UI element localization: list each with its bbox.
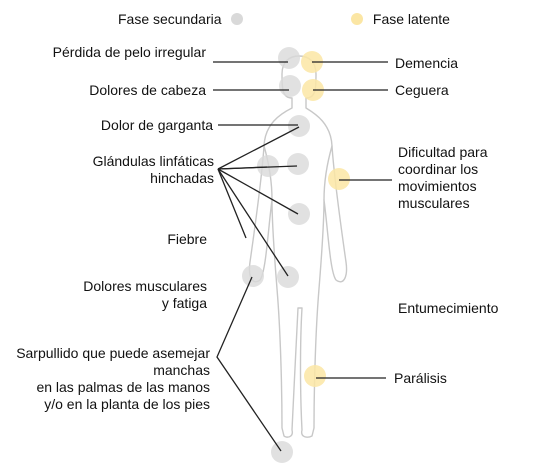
label-numbness: Entumecimiento [398,300,499,316]
marker-foot [271,441,293,463]
marker-head [279,75,301,97]
leader-fever [217,168,247,239]
leader-lymph-3 [217,165,298,170]
legend-latent: Fase latente [351,11,450,28]
leader-muscle [217,168,289,277]
label-dementia: Demencia [395,55,459,71]
label-headaches: Dolores de cabeza [89,82,206,98]
leader-lymph-4 [217,168,299,215]
leader-lines [213,61,392,452]
marker-knee [304,365,326,387]
marker-arm [328,168,350,190]
label-muscle-aches: Dolores musculares y fatiga [83,278,207,311]
label-sore-throat: Dolor de garganta [100,117,213,133]
marker-throat [288,115,310,137]
leader-rash [216,276,282,452]
legend-secondary-swatch [231,13,244,25]
label-hair-loss: Pérdida de pelo irregular [52,44,206,60]
label-paralysis: Parálisis [394,370,447,386]
marker-thigh [277,266,299,288]
human-body-outline [248,55,348,438]
marker-hair [278,47,300,69]
marker-armpit-left [287,153,309,175]
label-lymph-nodes: Glándulas linfáticas hinchadas [92,153,214,186]
label-coordination: Dificultad para coordinar los movimiento… [398,144,488,211]
legend-latent-label: Fase latente [372,11,450,27]
legend-latent-swatch [351,13,363,25]
label-rash: Sarpullido que puede asemejar manchas en… [16,345,210,412]
leader-lymph-1 [217,126,300,170]
legend-secondary-label: Fase secundaria [118,11,222,27]
legend-secondary: Fase secundaria [118,11,244,28]
secondary-phase-markers [242,47,310,463]
marker-armpit-right [257,155,279,177]
label-blindness: Ceguera [395,82,449,98]
marker-groin [288,203,310,225]
marker-hand [242,265,264,287]
label-fever: Fiebre [167,231,207,247]
